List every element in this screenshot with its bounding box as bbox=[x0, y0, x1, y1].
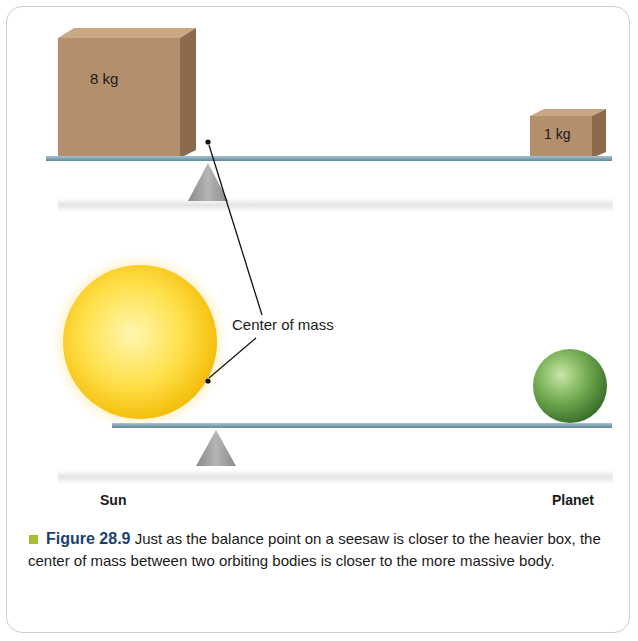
ground-shadow bbox=[58, 198, 613, 212]
weight-box: 1 kg bbox=[530, 116, 592, 158]
leader-line bbox=[209, 145, 262, 315]
annotation-label: Center of mass bbox=[232, 316, 334, 333]
center-of-mass-dot bbox=[205, 378, 210, 383]
sun-glow bbox=[52, 254, 228, 430]
fulcrum bbox=[188, 163, 228, 201]
planet-body bbox=[533, 349, 607, 423]
weight-label: 8 kg bbox=[90, 70, 118, 87]
heavy-box bbox=[58, 28, 196, 158]
leader-line bbox=[209, 338, 256, 378]
sun-body bbox=[63, 265, 217, 419]
figure-caption: Figure 28.9 Just as the balance point on… bbox=[28, 528, 620, 572]
weight-label: 1 kg bbox=[544, 126, 570, 142]
light-box bbox=[530, 109, 606, 158]
weight-box: 8 kg bbox=[58, 38, 180, 158]
body-label: Planet bbox=[552, 492, 594, 508]
caption-bullet bbox=[29, 535, 38, 544]
center-of-mass-dot bbox=[205, 139, 210, 144]
fulcrum bbox=[196, 430, 236, 466]
ground-shadow bbox=[58, 470, 613, 484]
body-label: Sun bbox=[100, 492, 126, 508]
seesaw-plank bbox=[112, 423, 612, 428]
seesaw-plank bbox=[46, 156, 612, 161]
